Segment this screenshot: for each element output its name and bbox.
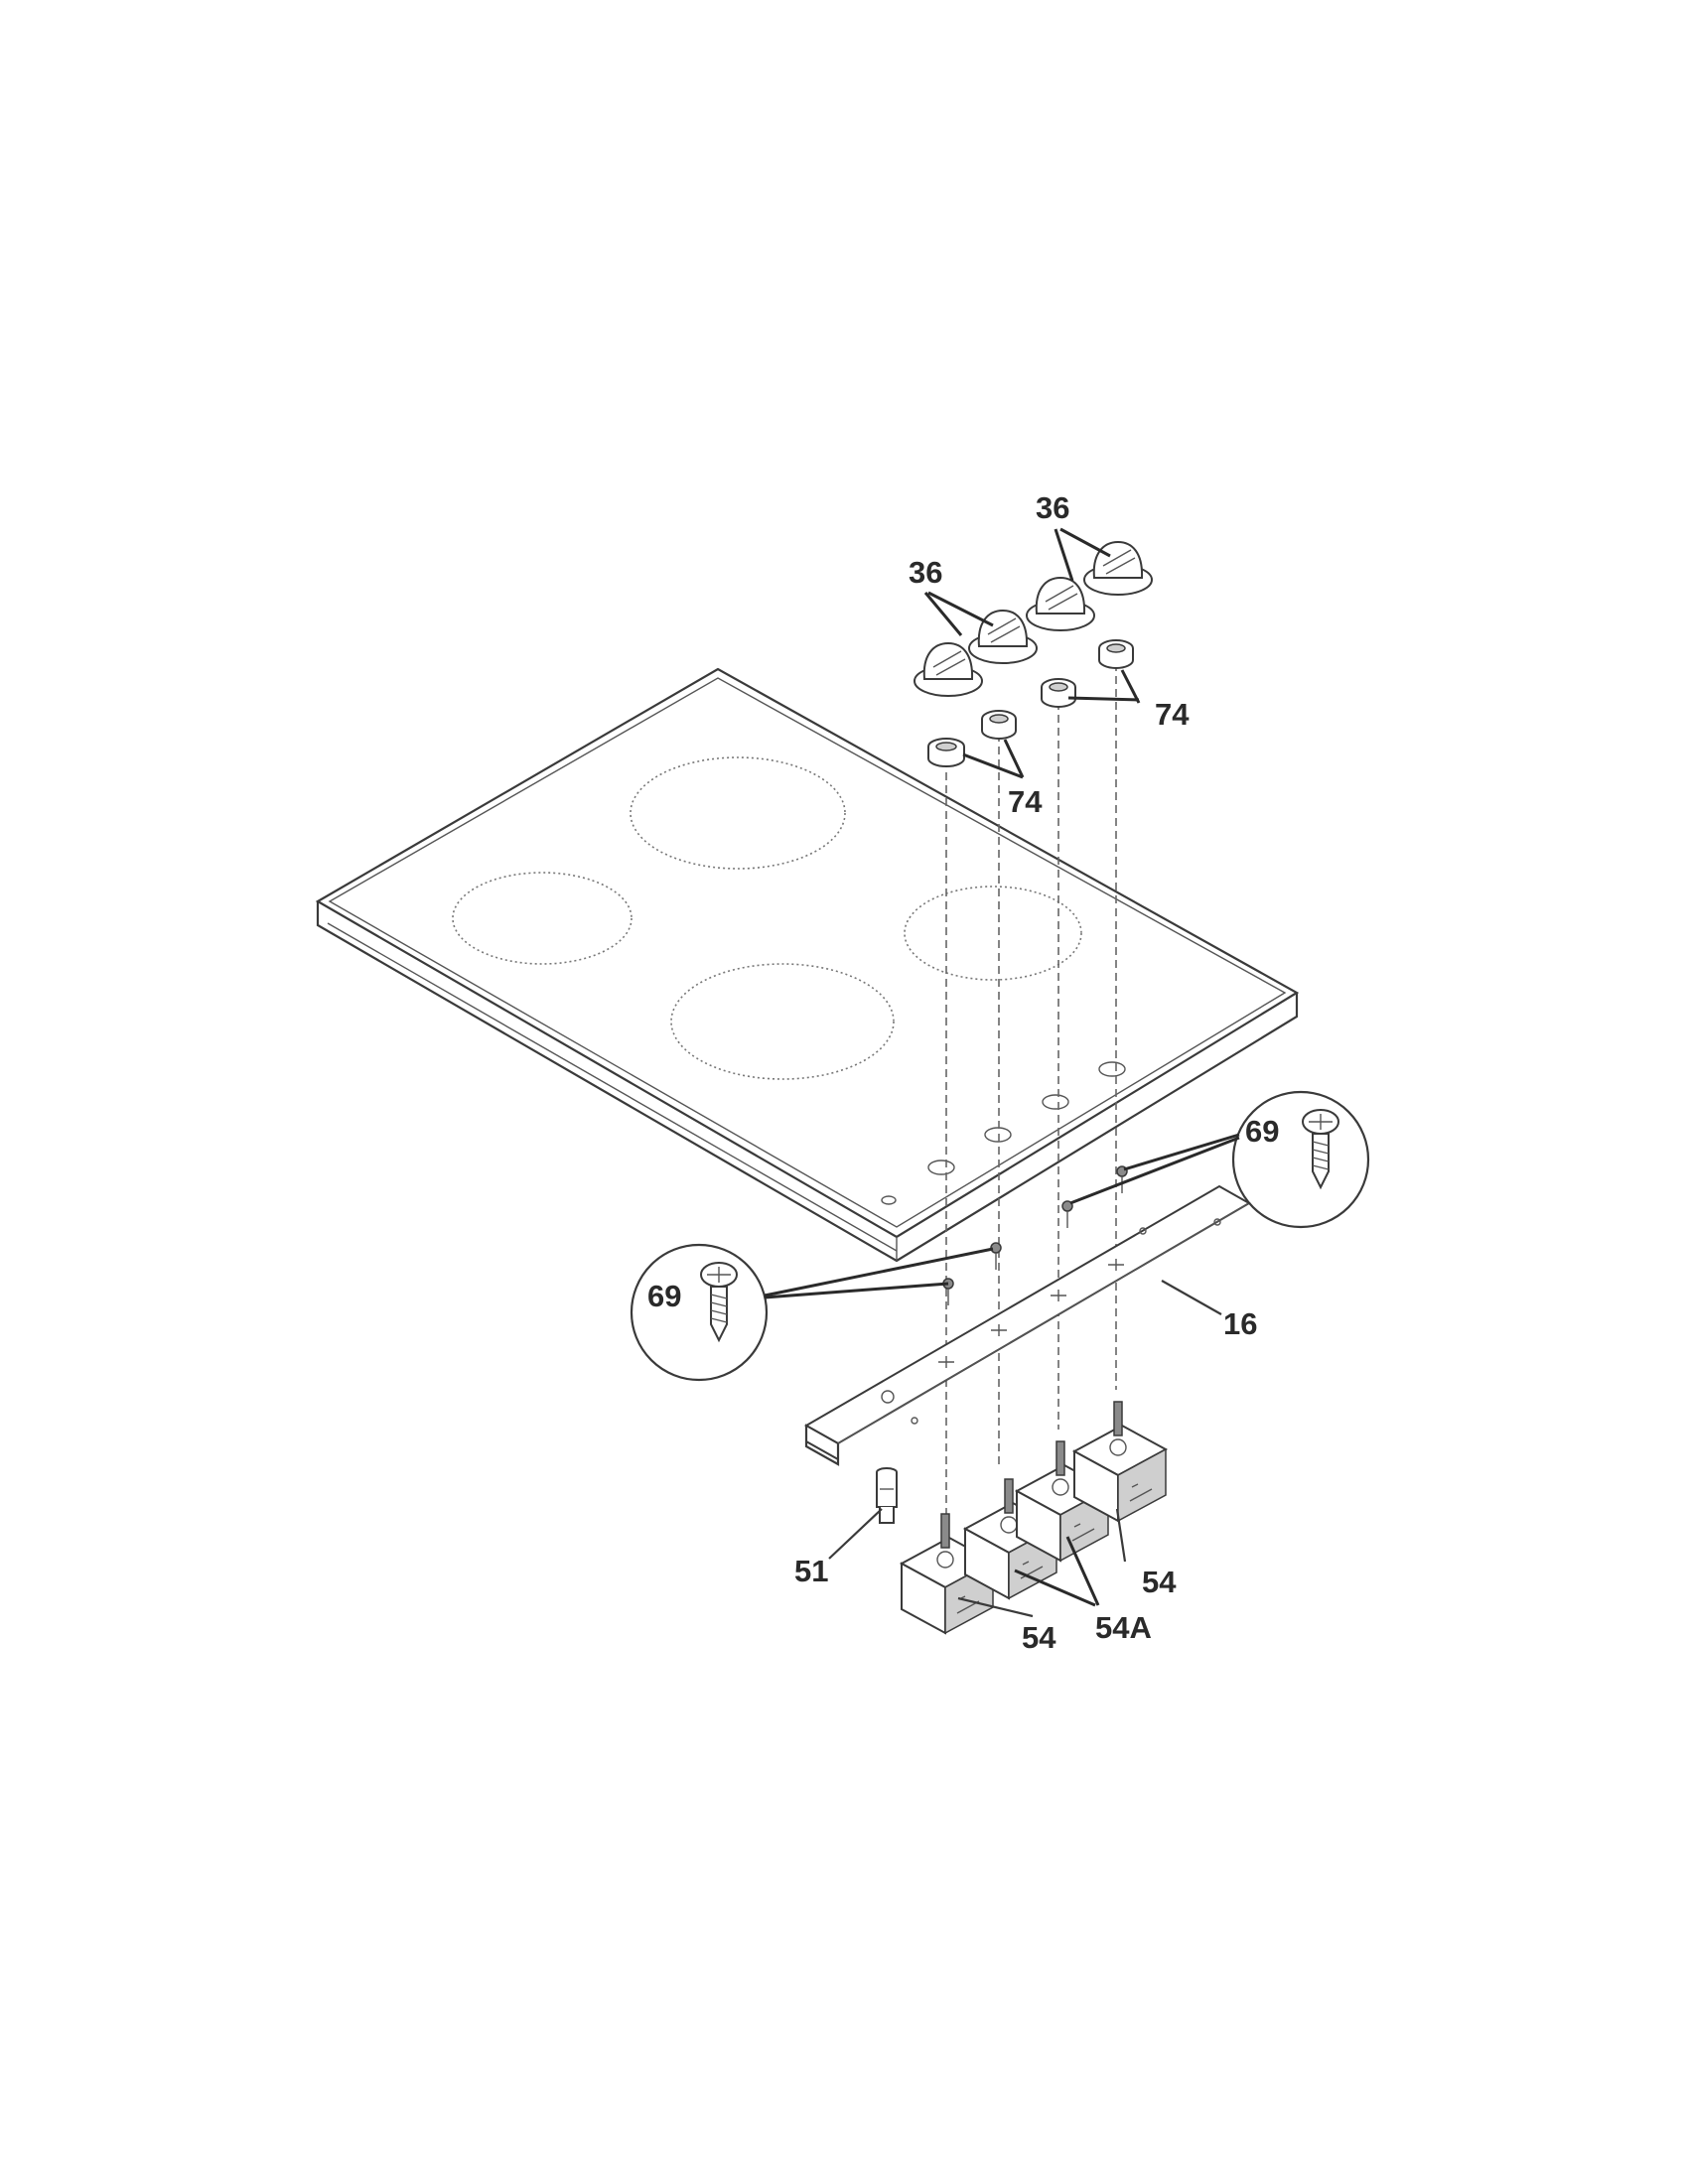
callout-knobs-front: 36 — [909, 555, 942, 590]
screw-detail-right — [1231, 1090, 1370, 1229]
callout-labels: 36 36 74 74 69 69 16 51 54 54A 54 — [647, 490, 1279, 1655]
screw-detail-icon — [1302, 1109, 1339, 1190]
callout-switches-middle: 54A — [1095, 1610, 1152, 1645]
callout-screw-left: 69 — [647, 1279, 681, 1313]
screw-detail-icon — [700, 1262, 738, 1343]
callout-bezels-front: 74 — [1008, 784, 1043, 819]
knob-icon — [1026, 576, 1095, 631]
knob-bezels — [927, 639, 1134, 767]
knob-holes — [881, 1061, 1126, 1205]
indicator-light — [876, 1467, 898, 1524]
cooktop-glass-top — [315, 667, 1300, 1263]
knob-icon — [914, 641, 983, 697]
infinite-switches — [899, 1401, 1169, 1635]
control-bracket — [803, 1184, 1252, 1466]
element-left — [452, 872, 633, 965]
callout-indicator-light: 51 — [794, 1554, 828, 1588]
bracket-screws — [942, 1165, 1128, 1305]
heating-elements — [452, 756, 1082, 1080]
assembly-centerlines — [945, 650, 1117, 1514]
screw-icon — [1061, 1200, 1073, 1228]
bezel-icon — [927, 738, 965, 767]
screw-icon — [990, 1242, 1002, 1270]
knob-icon — [1083, 540, 1153, 596]
bezel-icon — [981, 710, 1017, 740]
element-right — [904, 886, 1082, 981]
screw-detail-left — [630, 1243, 769, 1382]
bracket-mounting-marks — [938, 1259, 1124, 1368]
callout-screw-right: 69 — [1245, 1114, 1279, 1149]
element-rear — [630, 756, 846, 870]
element-front — [670, 963, 895, 1080]
knob-icon — [968, 609, 1038, 664]
bezel-icon — [1098, 639, 1134, 669]
leader-lines — [764, 527, 1240, 1618]
callout-bracket: 16 — [1223, 1306, 1257, 1341]
bezel-icon — [1041, 678, 1076, 708]
callout-knobs-rear: 36 — [1036, 490, 1069, 525]
callout-switch-front: 54 — [1022, 1620, 1056, 1655]
control-knobs — [914, 540, 1153, 697]
callout-bezels-rear: 74 — [1155, 697, 1190, 732]
callout-switch-rear: 54 — [1142, 1565, 1177, 1599]
switch-icon — [1071, 1401, 1169, 1523]
